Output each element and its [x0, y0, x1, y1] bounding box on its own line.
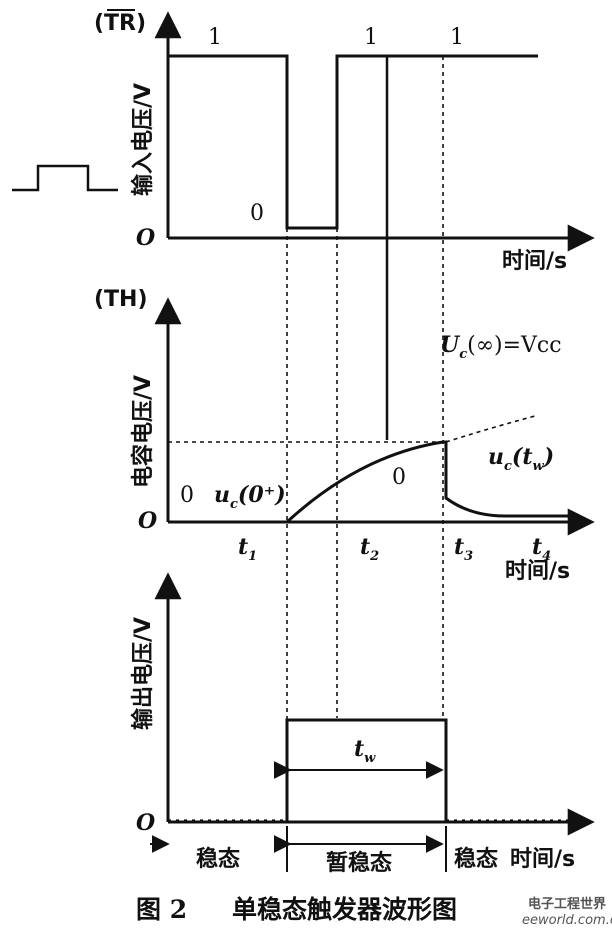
panel2-origin: O — [138, 508, 157, 534]
level-0: 0 — [250, 201, 264, 226]
state-quasi-stable: 暂稳态 — [326, 850, 392, 876]
output-waveform — [168, 718, 572, 824]
panel1-y-label: 输入电压/V — [130, 83, 156, 196]
figure-number: 图 2 — [136, 895, 187, 924]
input-pulse-symbol-icon — [12, 164, 118, 192]
t2-label: t2 — [360, 534, 379, 564]
uc-tw-label: uc(tw) — [488, 444, 554, 474]
t4-label: t4 — [532, 534, 551, 564]
state-stable-left: 稳态 — [196, 846, 240, 872]
vcc-asymptote-curve — [445, 415, 536, 443]
uc-0-label: uc(0⁺) — [214, 482, 286, 512]
state-stable-right: 稳态 — [454, 846, 498, 872]
t1-label: t1 — [238, 534, 257, 564]
level-1-left: 1 — [208, 25, 222, 50]
panel1-pin-label: (TR) — [94, 11, 146, 36]
panel3-x-label: 时间/s — [510, 847, 575, 872]
trigger-input-waveform — [168, 54, 538, 230]
level-1-mid: 1 — [364, 25, 378, 50]
panel2-x-label: 时间/s — [505, 559, 570, 584]
capacitor-voltage-waveform — [168, 440, 572, 524]
panel2-y-label: 电容电压/V — [130, 375, 156, 488]
panel1-origin: O — [136, 225, 155, 251]
panel2-pin-label: (TH) — [94, 287, 148, 312]
panel3-origin: O — [136, 810, 155, 836]
zero-mid: 0 — [392, 465, 406, 490]
figure-title: 单稳态触发器波形图 — [232, 895, 457, 924]
panel1-x-label: 时间/s — [502, 249, 567, 274]
panel3-y-label: 输出电压/V — [130, 617, 156, 730]
vcc-label: Uc(∞)=Vcc — [440, 332, 562, 362]
watermark-site: eeworld.com.cn — [522, 913, 612, 928]
watermark-brand: 电子工程世界 — [528, 896, 606, 912]
tw-label: tw — [354, 736, 376, 766]
zero-left: 0 — [180, 483, 194, 508]
t3-label: t3 — [454, 534, 473, 564]
level-1-right: 1 — [450, 25, 464, 50]
